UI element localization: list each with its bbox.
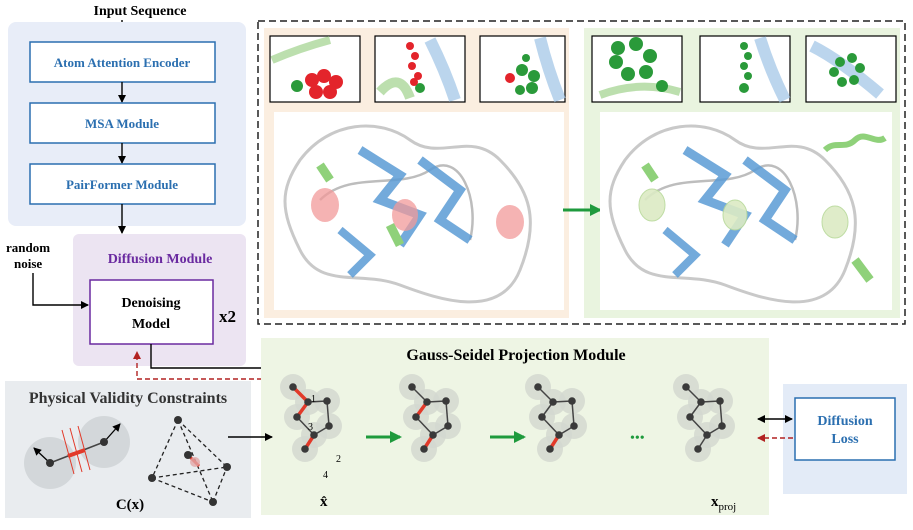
atom-node <box>703 431 711 439</box>
atom-node <box>429 431 437 439</box>
diffusion-loss-box <box>794 397 896 461</box>
atom-node <box>538 413 546 421</box>
projection-graphs <box>280 374 735 462</box>
atom-node <box>301 445 309 453</box>
atom-node <box>304 398 312 406</box>
atom-node <box>444 422 452 430</box>
atom-node <box>718 422 726 430</box>
graph-step-2 <box>399 374 461 462</box>
node-index-labels: 1 3 2 4 <box>308 394 341 481</box>
denoising-model-line2: Model <box>132 317 170 332</box>
atom-node <box>546 445 554 453</box>
node-label-1: 1 <box>311 394 316 405</box>
after-thumbnails <box>591 35 897 103</box>
atom-node <box>408 383 416 391</box>
atom-node <box>310 431 318 439</box>
atom-node <box>686 413 694 421</box>
bond <box>415 416 434 436</box>
atom-encoder-label: Atom Attention Encoder <box>54 55 191 70</box>
structure-panels-frame <box>257 20 906 325</box>
repeat-count: x2 <box>219 307 236 326</box>
denoising-model-line1: Denoising <box>121 296 180 311</box>
constraint-function-label: C(x) <box>116 497 144 513</box>
msa-module-label: MSA Module <box>85 116 159 131</box>
atom-node <box>568 397 576 405</box>
pairformer-label: PairFormer Module <box>66 177 178 192</box>
graph-step-1 <box>280 374 342 462</box>
x-hat-label: x̂ <box>320 494 328 510</box>
atom-node <box>682 383 690 391</box>
x-proj-label: xproj <box>711 494 736 513</box>
random-noise-line1: random <box>6 240 50 255</box>
atom-node <box>570 422 578 430</box>
bond <box>296 416 315 436</box>
atom-node <box>697 398 705 406</box>
bond <box>571 400 575 427</box>
before-thumbnails <box>269 35 566 103</box>
graph-step-3 <box>525 374 587 462</box>
chirality-constraint-illustration <box>148 416 231 506</box>
bond <box>541 416 560 436</box>
diffusion-loss-line1: Diffusion <box>817 414 872 429</box>
msa-module-box <box>29 102 216 144</box>
atom-node <box>293 413 301 421</box>
atom-node <box>442 397 450 405</box>
physical-constraints-title: Physical Validity Constraints <box>29 390 227 407</box>
node-label-2: 2 <box>336 454 341 465</box>
gauss-seidel-title: Gauss-Seidel Projection Module <box>406 347 625 364</box>
bond <box>445 400 449 427</box>
denoising-model-box <box>89 279 214 345</box>
ellipsis: ••• <box>630 431 645 446</box>
atom-node <box>423 398 431 406</box>
atom-node <box>289 383 297 391</box>
atom-node <box>325 422 333 430</box>
diffusion-module-title: Diffusion Module <box>108 252 213 267</box>
atom-node <box>555 431 563 439</box>
protein-structure-before <box>274 112 564 310</box>
atom-node <box>323 397 331 405</box>
clash-constraint-illustration <box>24 416 130 489</box>
atom-encoder-box <box>29 41 216 83</box>
bond <box>719 400 723 427</box>
atom-node <box>420 445 428 453</box>
arrow-denoise-to-gauss <box>150 344 271 372</box>
thumb-ribbon <box>270 36 332 64</box>
atom-node <box>549 398 557 406</box>
atom-node <box>716 397 724 405</box>
atom-node <box>412 413 420 421</box>
random-noise-line2: noise <box>14 256 42 271</box>
diffusion-loss-line2: Loss <box>831 432 859 447</box>
node-label-3: 3 <box>308 422 313 433</box>
atom-node <box>534 383 542 391</box>
node-label-4: 4 <box>323 470 328 481</box>
input-sequence-label: Input Sequence <box>94 4 187 19</box>
protein-structure-after <box>600 112 892 310</box>
bond <box>689 416 708 436</box>
bond <box>326 400 330 427</box>
arrow-noise-to-denoise <box>32 273 89 309</box>
graph-step-4 <box>673 374 735 462</box>
atom-node <box>694 445 702 453</box>
dashed-feedback-to-denoise <box>133 351 270 380</box>
